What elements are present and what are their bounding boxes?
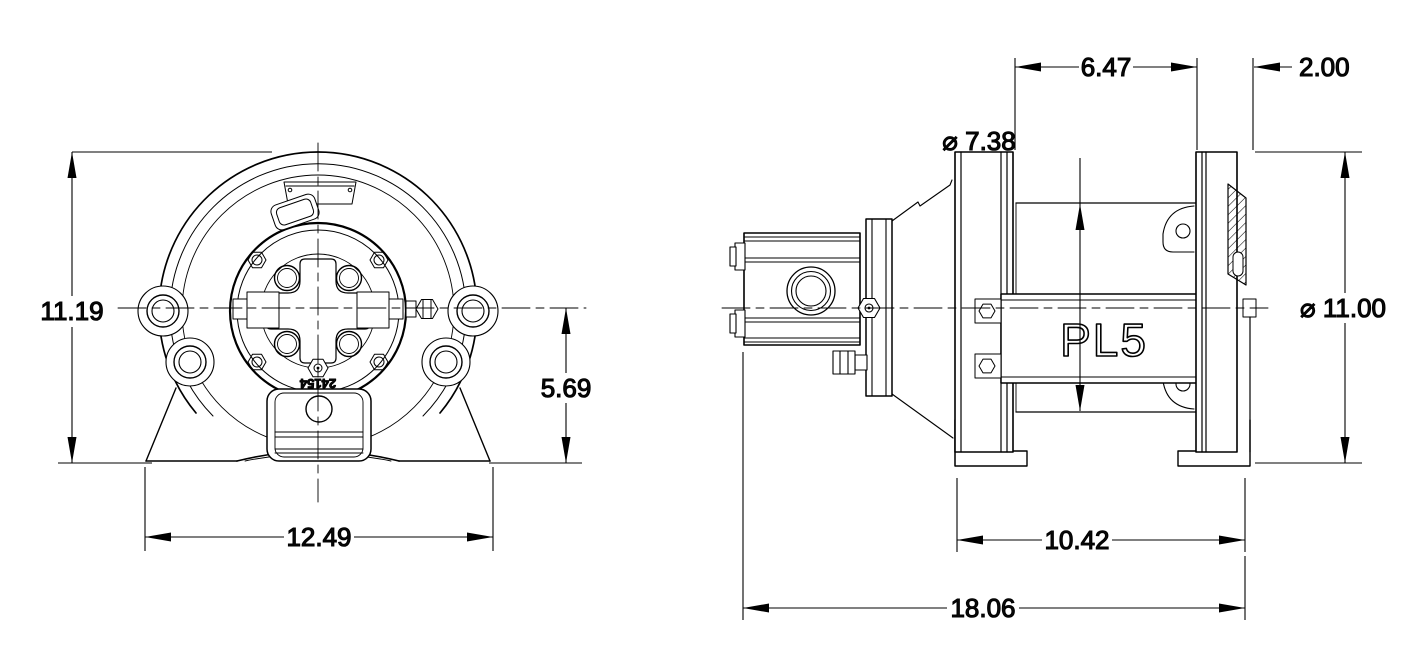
dim-overall-length-label: 18.06: [950, 593, 1015, 623]
side-hydraulic-motor: [729, 232, 861, 346]
front-top-plate: [270, 181, 357, 231]
dim-flange-diameter: ⌀ 11.00: [1255, 151, 1396, 464]
dim-centerline-to-base: 5.69: [489, 308, 594, 464]
side-view: PL5: [721, 151, 1269, 467]
front-side-tabs: [232, 291, 439, 329]
side-adapter-plate: [832, 218, 893, 397]
dim-flange-diameter-label: ⌀ 11.00: [1300, 293, 1386, 323]
drain-fitting: [832, 350, 856, 375]
dim-drum-diameter: ⌀ 7.38: [942, 125, 1085, 411]
dim-frame-length-label: 10.42: [1044, 525, 1109, 555]
dim-drum-length: 6.47: [1014, 51, 1198, 150]
dim-flange-width: 2.00: [1252, 51, 1350, 150]
dim-drum-length-label: 6.47: [1081, 52, 1132, 82]
dim-overall-height-label: 11.19: [40, 296, 103, 326]
motor-port-circle: [786, 266, 836, 316]
dim-flange-width-label: 2.00: [1299, 52, 1350, 82]
dim-overall-height: 11.19: [38, 151, 272, 464]
front-cable-bracket: [266, 388, 372, 462]
side-tie-band: PL5: [974, 293, 1234, 384]
model-label: PL5: [1060, 314, 1148, 366]
front-centerlines: [117, 142, 587, 503]
front-mounting-ears: [137, 285, 499, 387]
front-vent-stem: [405, 300, 417, 318]
front-vent-hex: [415, 299, 439, 319]
dim-drum-diameter-label: ⌀ 7.38: [942, 126, 1015, 156]
side-right-flange: [1177, 151, 1257, 467]
dim-overall-length: 18.06: [742, 352, 1246, 624]
dim-frame-length: 10.42: [956, 478, 1246, 556]
dimensions-front: 11.19 5.69 12.49: [38, 151, 594, 553]
front-bottom-fitting: [307, 358, 329, 378]
dim-centerline-to-base-label: 5.69: [541, 373, 592, 403]
dim-base-width: 12.49: [144, 467, 494, 553]
side-gear-housing-taper: [891, 179, 954, 439]
front-view: 24154: [117, 142, 587, 503]
front-tilted-tag: [270, 193, 320, 231]
front-hub-bolts: [247, 251, 389, 371]
dim-base-width-label: 12.49: [286, 522, 351, 552]
dimensions-side: 6.47 2.00 ⌀ 7.38 ⌀ 11.00: [742, 51, 1396, 624]
